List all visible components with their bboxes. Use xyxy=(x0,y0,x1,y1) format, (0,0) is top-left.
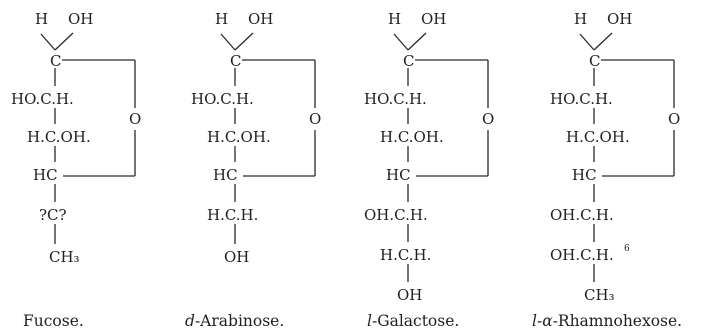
chain-c2: HO.C.H. xyxy=(550,90,613,108)
chain-c6: H.C.H. xyxy=(380,246,431,264)
chain-c1: C xyxy=(50,52,61,70)
ring-oxygen: O xyxy=(309,110,321,128)
top-left-h: H xyxy=(215,10,228,28)
ring-oxygen: O xyxy=(129,110,141,128)
top-left-h: H xyxy=(388,10,401,28)
chain-c4: HC xyxy=(572,166,597,184)
name-main: -Rhamnohexose. xyxy=(553,312,682,330)
structure-l-galactose: H OH C HO.C.H. H.C.OH. HC O OH.C.H. H.C.… xyxy=(364,10,494,304)
structure-name-fucose: Fucose. xyxy=(23,312,84,330)
chain-c6: CH₃ xyxy=(49,248,80,266)
top-right-oh: OH xyxy=(248,10,273,28)
top-left-h: H xyxy=(574,10,587,28)
chain-c2: HO.C.H. xyxy=(11,90,74,108)
name-prefix: d xyxy=(185,312,195,330)
chain-c7: OH xyxy=(397,286,422,304)
bond-top-left xyxy=(40,33,56,51)
top-right-oh: OH xyxy=(607,10,632,28)
chain-c7: CH₃ xyxy=(584,286,615,304)
chain-c3: H.C.OH. xyxy=(380,128,444,146)
name-main: -Arabinose. xyxy=(195,312,284,330)
chain-c6: OH.C.H. xyxy=(550,246,614,264)
bond-top-right xyxy=(593,32,613,51)
chain-c5: OH.C.H. xyxy=(364,206,428,224)
chain-c6: OH xyxy=(224,248,249,266)
structure-name-l-galactose: l-Galactose. xyxy=(367,312,459,330)
name-prefix: l xyxy=(367,312,372,330)
chain-c4: HC xyxy=(33,166,58,184)
bond-top-right xyxy=(234,32,254,51)
name-prefix: l-α xyxy=(532,312,553,330)
structure-d-arabinose: H OH C HO.C.H. H.C.OH. HC O H.C.H. OH xyxy=(191,10,321,266)
chain-c5: OH.C.H. xyxy=(550,206,614,224)
name-main: -Galactose. xyxy=(372,312,459,330)
chain-c4: HC xyxy=(386,166,411,184)
top-right-oh: OH xyxy=(421,10,446,28)
chain-c3: H.C.OH. xyxy=(566,128,630,146)
chain-c2: HO.C.H. xyxy=(191,90,254,108)
top-right-oh: OH xyxy=(68,10,93,28)
structure-name-d-arabinose: d-Arabinose. xyxy=(185,312,284,330)
chain-c3: H.C.OH. xyxy=(27,128,91,146)
bond-top-left xyxy=(220,33,236,51)
structure-l-alpha-rhamnohexose: H OH C HO.C.H. H.C.OH. HC O OH.C.H. OH.C… xyxy=(550,10,680,304)
chain-c2: HO.C.H. xyxy=(364,90,427,108)
chain-c1: C xyxy=(230,52,241,70)
bond-top-right xyxy=(54,32,74,51)
chain-c5: ?C? xyxy=(39,206,67,224)
footnote-mark: 6 xyxy=(624,244,630,254)
top-left-h: H xyxy=(35,10,48,28)
chain-c1: C xyxy=(403,52,414,70)
structure-fucose: H OH C HO.C.H. H.C.OH. HC O ?C? CH₃ xyxy=(11,10,141,266)
chain-c5: H.C.H. xyxy=(207,206,258,224)
chain-c3: H.C.OH. xyxy=(207,128,271,146)
ring-oxygen: O xyxy=(482,110,494,128)
bond-top-left xyxy=(579,33,595,51)
chain-c1: C xyxy=(589,52,600,70)
ring-oxygen: O xyxy=(668,110,680,128)
structure-name-l-alpha-rhamnohexose: l-α-Rhamnohexose. xyxy=(532,312,682,330)
bond-top-right xyxy=(407,32,427,51)
bond-top-left xyxy=(393,33,409,51)
chain-c4: HC xyxy=(213,166,238,184)
